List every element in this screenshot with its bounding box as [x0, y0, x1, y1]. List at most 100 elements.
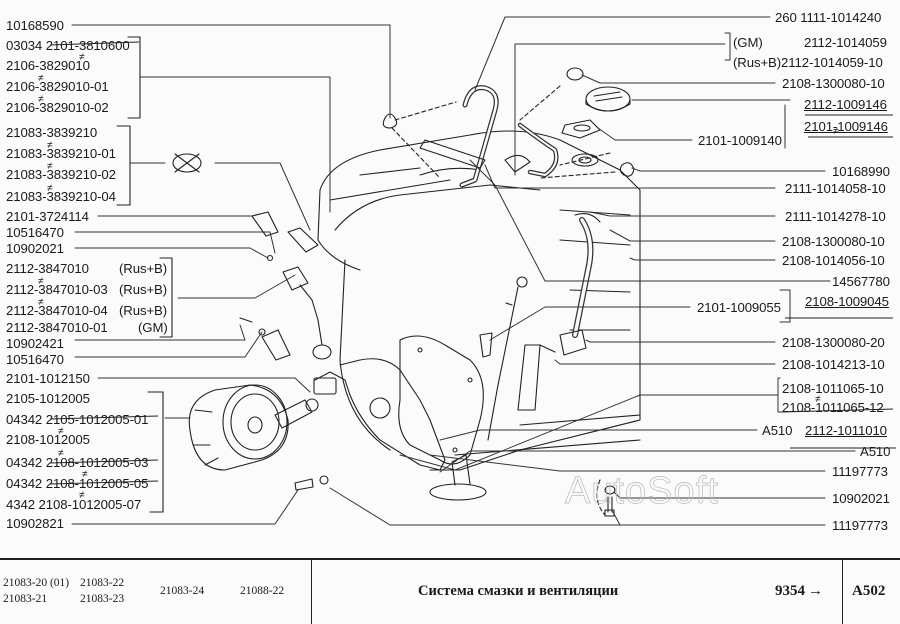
part-number-label[interactable]: 2101-1012150 — [6, 371, 90, 386]
not-interchangeable-mark: ≠ — [47, 161, 53, 172]
part-number-label[interactable]: 2108-1300080-20 — [782, 335, 885, 350]
not-interchangeable-mark: ≠ — [38, 297, 44, 308]
part-number-label[interactable]: 2108-1014056-10 — [782, 253, 885, 268]
not-applicable-symbol — [172, 153, 202, 173]
not-interchangeable-mark: ≠ — [82, 469, 88, 480]
oil-filter — [188, 384, 289, 471]
part-number-label[interactable]: 2112-1009146 — [804, 97, 887, 112]
engine-block — [317, 130, 641, 471]
engine-lubrication-exploded-drawing — [71, 16, 856, 526]
part-number-label[interactable]: 4342 2108-1012005-07 — [6, 497, 142, 512]
not-interchangeable-mark: ≠ — [47, 183, 53, 194]
model-code: 21083-22 — [80, 577, 125, 589]
not-interchangeable-mark: ≠ — [58, 426, 64, 437]
oil-separator — [419, 139, 486, 169]
part-number-label-superseded[interactable]: 2108-1011065-12 — [782, 400, 884, 415]
part-number-label[interactable]: 2108-1012005 — [6, 432, 90, 447]
part-number-label[interactable]: 2101-3724114 — [6, 209, 89, 224]
part-number-label[interactable]: 10902421 — [6, 336, 64, 351]
part-number-label[interactable]: 2108-1011065-10 — [782, 381, 884, 396]
part-number-label[interactable]: 2106-3829010 — [6, 58, 90, 73]
part-number-label[interactable]: 2112-3847010-04 — [6, 303, 108, 318]
part-number-label[interactable]: 10902021 — [832, 491, 890, 506]
not-interchangeable-mark: ≠ — [38, 276, 44, 287]
not-interchangeable-mark: ≠ — [833, 126, 839, 137]
model-code: 21088-22 — [240, 585, 285, 597]
section-title: Система смазки и вентиляции — [418, 583, 619, 599]
page-code: A502 — [852, 583, 886, 599]
variant-note: (GM) — [733, 35, 763, 50]
part-number-label[interactable]: 11197773 — [832, 518, 888, 533]
part-number-label[interactable]: 21083-3839210-01 — [6, 146, 116, 161]
part-number-label-superseded[interactable]: 04342 2108-1012005-05 — [6, 476, 149, 491]
brackets-left — [116, 36, 173, 513]
part-number-label[interactable]: 2108-1300080-10 — [782, 76, 885, 91]
part-number-label[interactable]: 2106-3829010-01 — [6, 79, 109, 94]
part-number-label[interactable]: 2101-1009055 — [697, 300, 781, 315]
part-number-label[interactable]: 21083-3839210 — [6, 125, 98, 140]
catalog-ref-label[interactable]: A510 — [860, 444, 891, 459]
part-number-label-superseded[interactable]: 04342 2105-1012005-01 — [6, 412, 149, 427]
footer-divider — [311, 560, 312, 624]
part-number-label[interactable]: 2101-1009140 — [698, 133, 782, 148]
part-number-label[interactable]: 14567780 — [832, 274, 890, 289]
part-number-label[interactable]: 2108-1300080-10 — [782, 234, 885, 249]
variant-note: (GM) — [138, 320, 168, 335]
filter-union-fitting — [274, 398, 319, 429]
part-number-label-superseded[interactable]: 04342 2108-1012005-03 — [6, 455, 149, 470]
part-number-label[interactable]: 10902821 — [6, 516, 64, 531]
not-interchangeable-mark: ≠ — [38, 94, 44, 105]
footer-divider — [842, 560, 843, 624]
part-number-label[interactable]: 2111-1014058-10 — [785, 181, 886, 196]
not-interchangeable-mark: ≠ — [47, 140, 53, 151]
part-number-label[interactable]: 2112-3847010 — [6, 261, 89, 276]
part-number-label[interactable]: 260 1111-1014240 — [775, 10, 882, 25]
model-code: 21083-23 — [80, 593, 125, 605]
part-number-label[interactable]: 2112-3847010-03 — [6, 282, 108, 297]
part-number-label[interactable]: 10168590 — [6, 18, 64, 33]
part-number-label[interactable]: 2112-1014059 — [804, 35, 887, 50]
part-number-label[interactable]: (Rus+B)2112-1014059-10 — [733, 55, 883, 70]
part-number-label[interactable]: 10516470 — [6, 352, 64, 367]
part-number-label[interactable]: 2101-1009146 — [804, 119, 888, 134]
arrow-right-icon: → — [808, 583, 823, 599]
oil-pump-body — [313, 358, 446, 471]
catalog-ref-label[interactable]: A510 — [762, 423, 793, 438]
variant-note: (Rus+B) — [119, 261, 168, 276]
variant-note: (Rus+B) — [119, 303, 168, 318]
part-number-label[interactable]: 10516470 — [6, 225, 64, 240]
part-number-label[interactable]: 21083-3839210-04 — [6, 189, 116, 204]
part-number-label[interactable]: 2105-1012005 — [6, 391, 90, 406]
part-number-label[interactable]: 2108-1014213-10 — [782, 357, 885, 372]
part-number-label[interactable]: 10902021 — [6, 241, 64, 256]
part-number-label[interactable]: 2111-1014278-10 — [785, 209, 886, 224]
part-number-label[interactable]: 2106-3829010-02 — [6, 100, 109, 115]
part-number-label[interactable]: 21083-3839210-02 — [6, 167, 116, 182]
oil-filler-cap — [585, 86, 631, 112]
model-code: 21083-20 (01) — [3, 577, 70, 589]
oil-strainer — [429, 454, 487, 501]
variant-note: (Rus+B) — [119, 282, 168, 297]
hose-clamps — [382, 67, 635, 223]
leader-lines-right — [329, 16, 856, 526]
part-number-label-superseded[interactable]: 03034 2101-3810600 — [6, 38, 130, 53]
filler-cap-gasket — [561, 119, 601, 167]
not-interchangeable-mark: ≠ — [79, 52, 85, 63]
oil-return-hose — [559, 217, 594, 356]
part-number-label[interactable]: 10168990 — [832, 164, 890, 179]
not-interchangeable-mark: ≠ — [815, 394, 821, 405]
ventilation-hose-small — [504, 122, 559, 178]
part-number-label[interactable]: 2112-3847010-01 — [6, 320, 108, 335]
part-number-label[interactable]: 2108-1009045 — [805, 294, 889, 309]
drain-bolt — [294, 475, 329, 491]
dipstick-guide-tube — [479, 332, 556, 411]
part-number-label[interactable]: 11197773 — [832, 464, 888, 479]
not-interchangeable-mark: ≠ — [38, 73, 44, 84]
group-code[interactable]: 9354 — [775, 583, 805, 599]
part-number-label[interactable]: 2112-1011010 — [805, 423, 887, 438]
model-code: 21083-21 — [3, 593, 48, 605]
oil-pump-gasket — [398, 335, 484, 465]
oil-pressure-sensors — [239, 211, 332, 361]
not-interchangeable-mark: ≠ — [79, 490, 85, 501]
